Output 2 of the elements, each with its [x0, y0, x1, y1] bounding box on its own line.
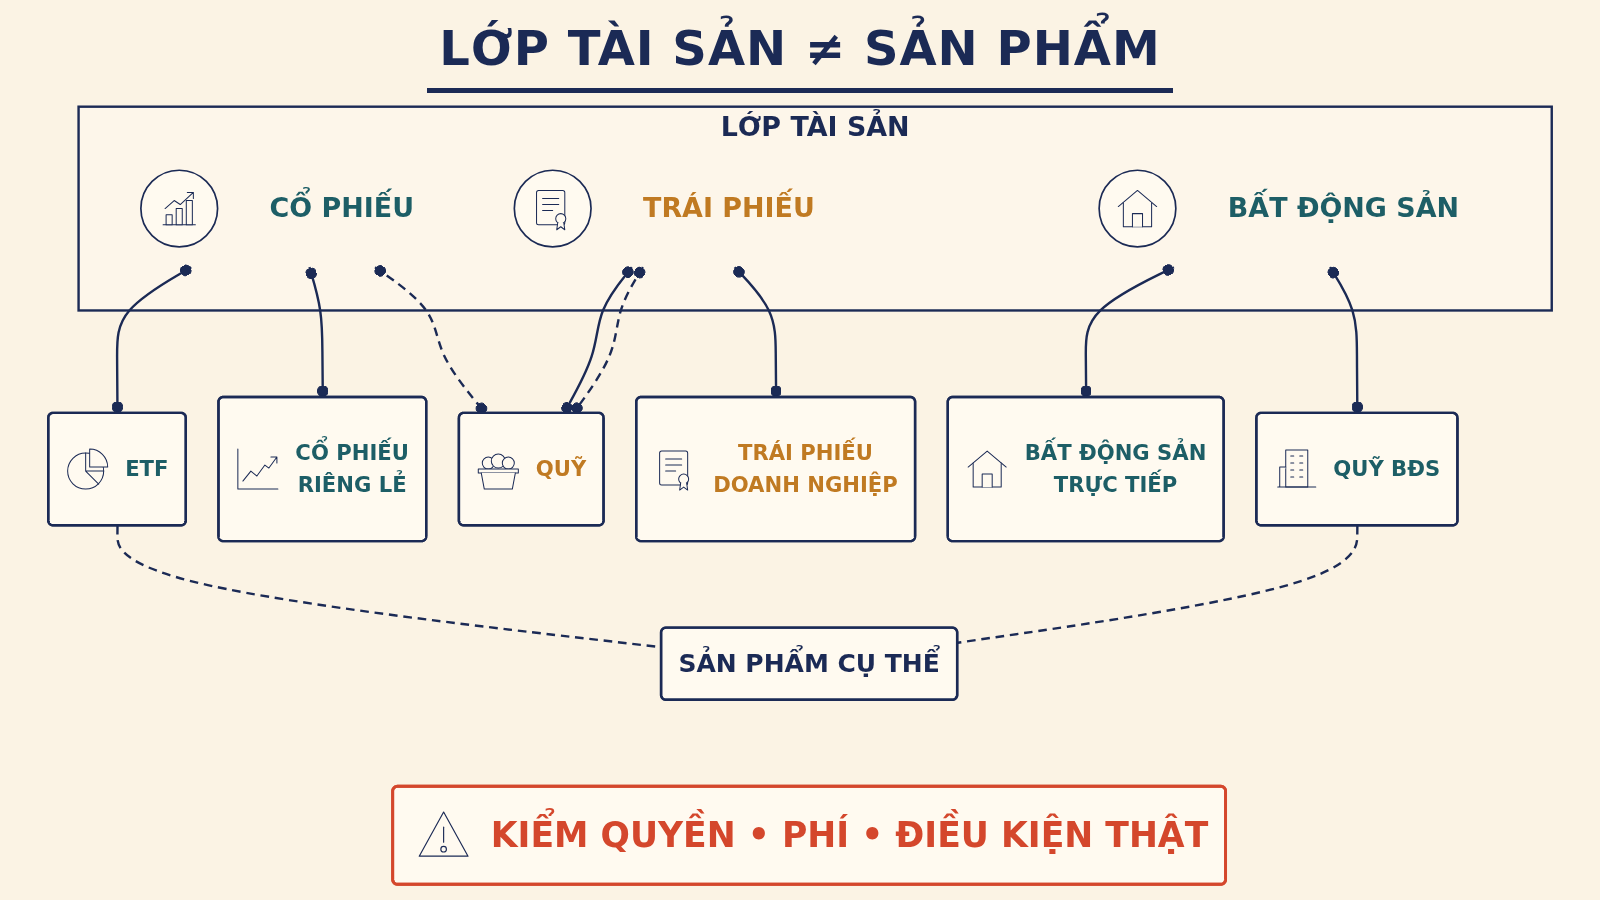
connector	[957, 525, 1359, 644]
title: LỚP TÀI SẢN ≠ SẢN PHẨM	[427, 10, 1173, 93]
